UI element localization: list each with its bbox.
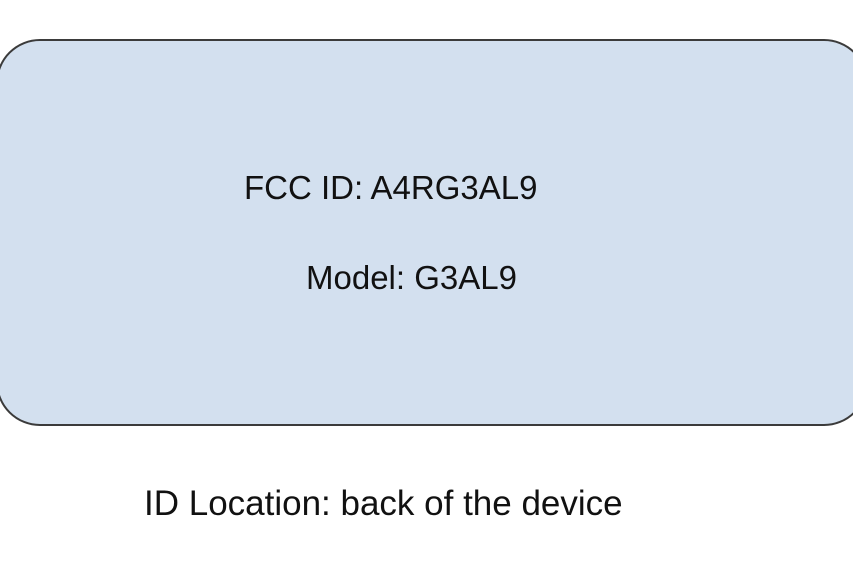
fcc-id-text: FCC ID: A4RG3AL9 bbox=[244, 169, 538, 206]
id-location-caption: ID Location: back of the device bbox=[144, 484, 623, 523]
fcc-label-box bbox=[0, 39, 853, 426]
model-text: Model: G3AL9 bbox=[306, 259, 517, 296]
